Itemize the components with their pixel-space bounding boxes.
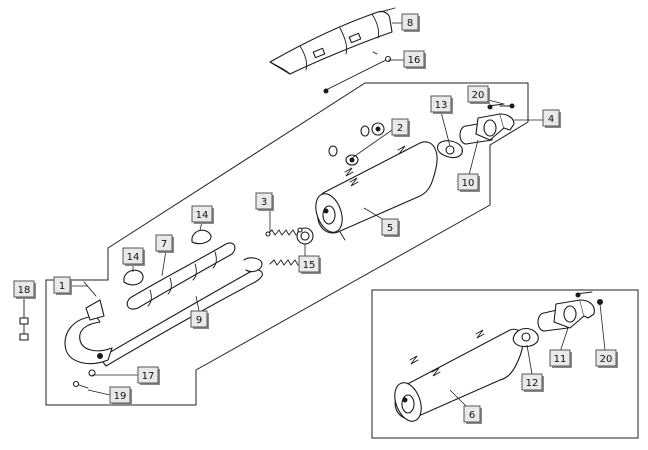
callout-6: 6 [463, 405, 482, 424]
svg-text:2: 2 [397, 123, 403, 134]
mid-pipe-part-9 [99, 257, 263, 367]
callout-9: 9 [190, 310, 209, 329]
header-pipe-part-1 [64, 281, 113, 365]
callout-3: 3 [255, 192, 274, 211]
callout-7: 7 [155, 234, 174, 253]
svg-text:19: 19 [114, 391, 127, 402]
callout-16: 16 [403, 50, 426, 69]
nut-part-17 [88, 369, 96, 377]
svg-text:12: 12 [526, 378, 539, 389]
callout-20-main: 20 [467, 85, 490, 104]
svg-text:4: 4 [548, 114, 554, 125]
callout-12: 12 [521, 373, 544, 392]
callout-13: 13 [430, 95, 453, 114]
callout-5: 5 [381, 218, 400, 237]
clamp-part-14-lower [123, 269, 144, 286]
callout-11: 11 [549, 349, 572, 368]
callout-8: 8 [401, 13, 420, 32]
muffler-part-5 [315, 141, 438, 241]
svg-text:20: 20 [472, 90, 485, 101]
svg-text:16: 16 [408, 55, 421, 66]
svg-text:8: 8 [407, 18, 413, 29]
svg-text:14: 14 [127, 252, 140, 263]
grommet-part-2 [328, 122, 385, 166]
svg-text:18: 18 [18, 285, 31, 296]
inset-assembly-box [371, 289, 639, 439]
muffler-part-6 [394, 328, 524, 422]
inlet-pipe-part-10 [459, 113, 515, 145]
callout-2: 2 [391, 118, 410, 137]
svg-text:9: 9 [196, 315, 202, 326]
inlet-pipe-part-11 [537, 299, 595, 332]
callout-14-lower: 14 [122, 247, 145, 266]
gasket-part-12 [512, 327, 539, 348]
svg-text:13: 13 [435, 100, 448, 111]
svg-text:7: 7 [161, 239, 167, 250]
svg-text:1: 1 [59, 281, 65, 292]
svg-text:14: 14 [196, 210, 209, 221]
bolt-part-19 [72, 380, 89, 389]
callout-4: 4 [542, 109, 561, 128]
callout-10: 10 [457, 173, 480, 192]
svg-text:11: 11 [554, 354, 567, 365]
svg-text:20: 20 [600, 354, 613, 365]
callout-15: 15 [298, 255, 321, 274]
pipe-shield-part-7 [126, 242, 236, 310]
callout-1: 1 [53, 276, 72, 295]
callout-18: 18 [13, 280, 36, 299]
callout-14-upper: 14 [191, 205, 214, 224]
svg-text:17: 17 [142, 371, 155, 382]
callout-17: 17 [137, 366, 160, 385]
callout-20-inset: 20 [595, 349, 618, 368]
spring-part-3 [265, 227, 303, 266]
heat-shield-part-8 [269, 7, 396, 75]
screw-part-16 [323, 51, 392, 94]
svg-text:15: 15 [303, 260, 316, 271]
gasket-part-13 [436, 140, 463, 159]
svg-text:5: 5 [387, 223, 393, 234]
svg-text:6: 6 [469, 410, 475, 421]
bolt-part-20-main [487, 103, 515, 110]
callout-19: 19 [109, 386, 132, 405]
clamp-part-14-upper [191, 229, 212, 245]
svg-text:3: 3 [261, 197, 267, 208]
svg-text:10: 10 [462, 178, 475, 189]
bolt-part-18 [19, 299, 29, 341]
